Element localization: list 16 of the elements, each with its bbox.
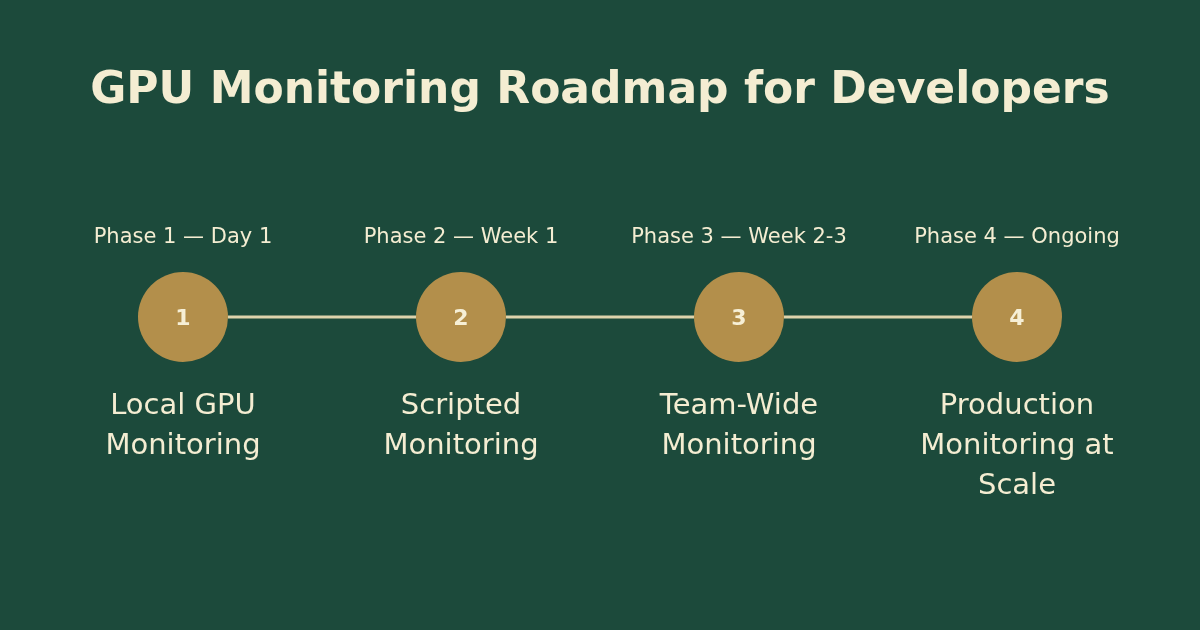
- connector-line: [506, 315, 694, 319]
- connector-line: [228, 315, 416, 319]
- phase-label: Phase 3 — Week 2-3: [630, 224, 848, 248]
- step-title: Team-Wide Monitoring: [658, 386, 820, 463]
- step-title: Scripted Monitoring: [382, 386, 540, 463]
- phase-label: Phase 2 — Week 1: [362, 224, 560, 248]
- connector-line: [784, 315, 972, 319]
- phase-label: Phase 4 — Ongoing: [913, 224, 1121, 248]
- step-number: 2: [453, 304, 469, 330]
- diagram-title: GPU Monitoring Roadmap for Developers: [89, 62, 1111, 113]
- step-title: Local GPU Monitoring: [104, 386, 262, 463]
- step-number: 1: [175, 304, 191, 330]
- step-title: Production Monitoring at Scale: [919, 386, 1115, 503]
- phase-label: Phase 1 — Day 1: [92, 224, 274, 248]
- step-number: 3: [731, 304, 747, 330]
- step-number: 4: [1009, 304, 1025, 330]
